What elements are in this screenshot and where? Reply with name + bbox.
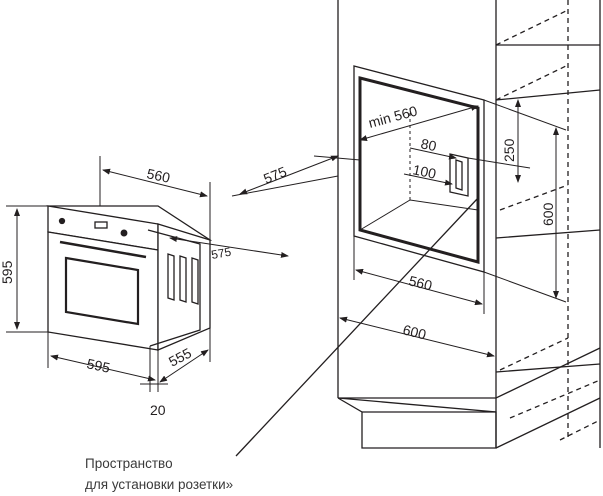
label-oven-front-width: 595: [85, 355, 111, 376]
socket-leader-line: [235, 197, 479, 457]
label-cabinet-width: 600: [401, 321, 428, 342]
oven-knob-left: [58, 217, 66, 225]
label-niche-height: 600: [540, 202, 556, 226]
dim-cabinet-width-line: [339, 316, 495, 358]
cabinet-bottom-edge: [338, 347, 601, 399]
oven-display: [94, 221, 108, 229]
oven-drawing: [45, 205, 213, 351]
oven-window: [64, 256, 140, 326]
label-oven-width: 560: [145, 165, 171, 186]
dim-80-line: [409, 147, 457, 160]
dim-oven-depth-line: [169, 236, 289, 258]
label-oven-panel: 20: [150, 402, 166, 418]
label-niche-width: 560: [407, 272, 434, 293]
oven-dimensions: [6, 156, 289, 392]
dim-oven-front-width-line: [50, 354, 156, 382]
dim-niche-width-line: [355, 268, 483, 306]
oven-vent-slot: [167, 253, 175, 301]
dim-100-line: [403, 173, 453, 186]
label-dim-250: 250: [501, 138, 517, 162]
label-dim-80: 80: [419, 135, 438, 154]
label-oven-height: 595: [0, 260, 15, 284]
oven-knob-right: [120, 229, 128, 237]
cabinet-shelf-mid: [495, 229, 601, 373]
oven-vent-slot: [191, 257, 199, 305]
cabinet-base-right: [495, 397, 601, 449]
label-niche-depth: 575: [261, 163, 289, 187]
niche-dimensions: [231, 99, 567, 457]
oven-handle: [59, 240, 147, 259]
cabinet-hidden-lines: [495, 0, 601, 441]
dim-oven-front-depth-line: [159, 349, 209, 383]
oven-vent-slot: [179, 255, 187, 303]
cabinet-drawing: [337, 0, 601, 449]
label-oven-front-depth: 555: [166, 344, 194, 369]
dim-niche-min-width-line: [359, 105, 479, 141]
label-oven-depth: 575: [210, 245, 232, 262]
cabinet-shelf-top: [495, 44, 601, 101]
socket-caption-line1: Пространство: [85, 456, 173, 471]
socket-caption-line2: для установки розетки»: [85, 477, 234, 492]
cabinet-base: [337, 397, 497, 449]
dim-oven-width-line: [102, 168, 208, 198]
label-dim-100: 100: [411, 161, 437, 182]
dim-niche-depth-line: [239, 155, 339, 195]
